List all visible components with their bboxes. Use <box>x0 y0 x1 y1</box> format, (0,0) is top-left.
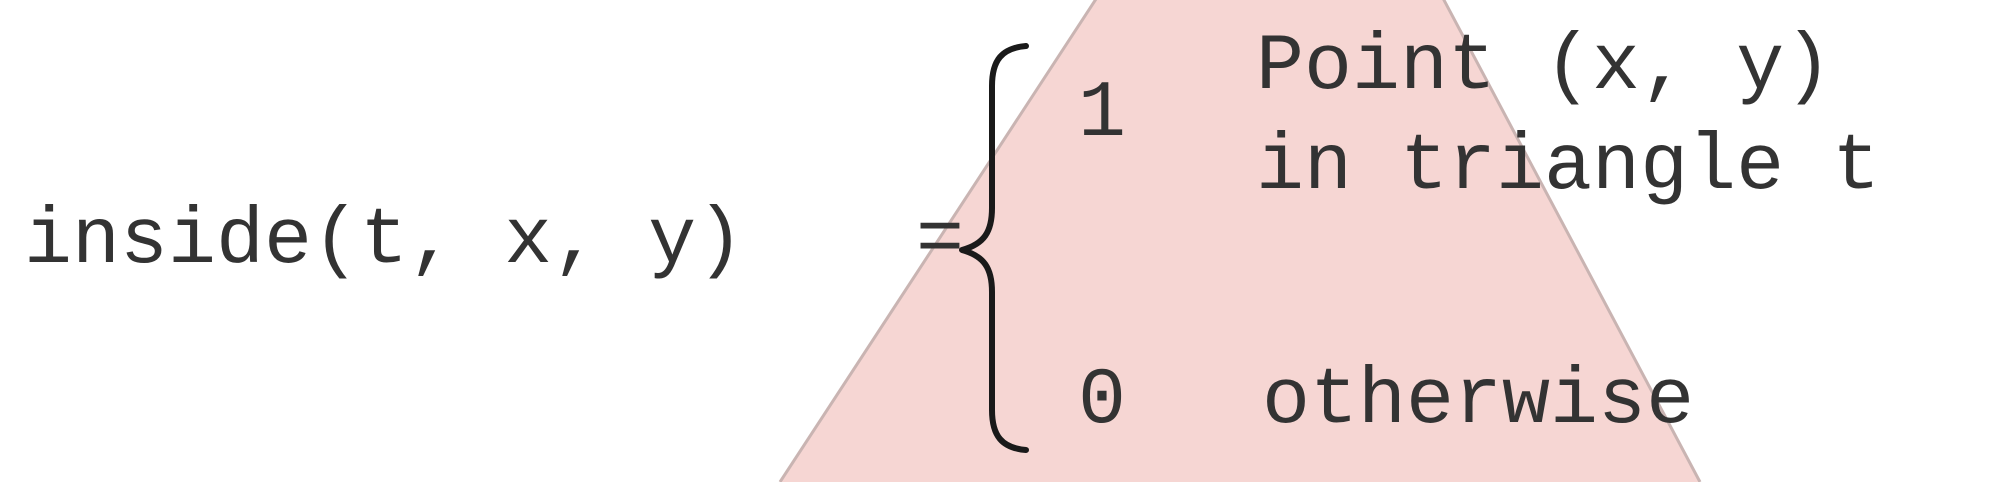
case-value-one: 1 <box>1078 69 1127 160</box>
function-signature: inside(t, x, y) <box>24 196 745 287</box>
case-condition-line1: Point (x, y) <box>1256 22 1833 113</box>
equals-sign: = <box>916 196 965 287</box>
triangle-left-edge <box>778 0 1098 482</box>
brace-stroke <box>959 43 1029 453</box>
triangle-shape <box>780 0 1700 482</box>
triangle-right-edge <box>1442 0 1702 482</box>
case-value-zero: 0 <box>1078 356 1127 447</box>
case-condition-otherwise: otherwise <box>1262 356 1695 447</box>
case-condition-line2: in triangle t <box>1256 122 1881 213</box>
